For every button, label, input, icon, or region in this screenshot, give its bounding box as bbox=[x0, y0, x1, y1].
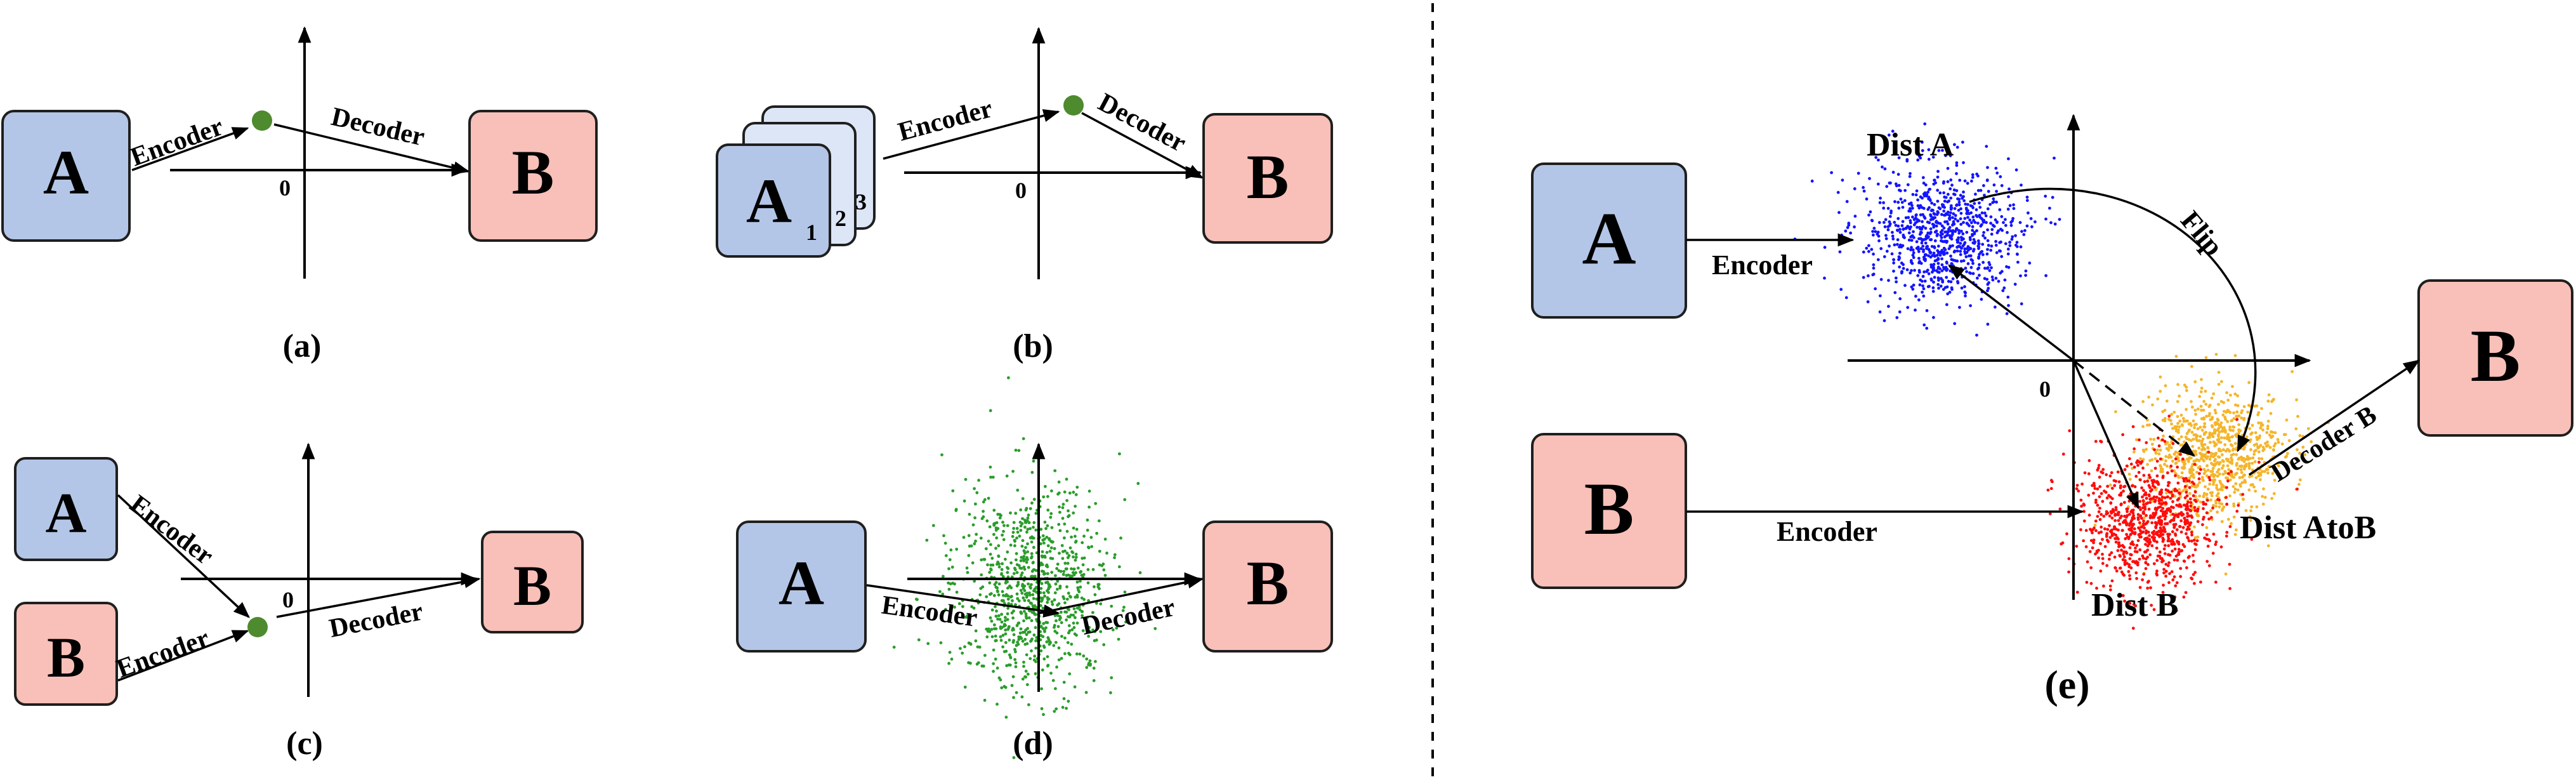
panel-e-vector-to-dist-a bbox=[1947, 264, 2075, 362]
panel-d-decoder-label: Decoder bbox=[1079, 593, 1178, 641]
panel-b-latent-point bbox=[1063, 95, 1084, 116]
panel-c-box-a-label: A bbox=[46, 482, 87, 545]
panel-b: 0 3 2 A 1 Encoder Decoder B (b) bbox=[716, 27, 1333, 364]
panel-b-origin: 0 bbox=[1015, 178, 1027, 203]
panel-b-stack-label-3: 3 bbox=[855, 189, 867, 215]
panel-a-origin: 0 bbox=[279, 175, 291, 201]
panel-e-box-b-input bbox=[1531, 433, 1687, 589]
panel-e-box-a-label: A bbox=[1582, 197, 1636, 280]
panel-c-caption: (c) bbox=[286, 726, 323, 762]
panel-b-box-b bbox=[1202, 113, 1333, 244]
panel-e-dist-b-label: Dist B bbox=[2091, 587, 2178, 623]
panel-e-vector-to-dist-atob bbox=[2072, 359, 2196, 457]
panel-e-scatter-clouds bbox=[1793, 122, 2330, 630]
panel-d: A Encoder Decoder B (d) bbox=[736, 376, 1333, 762]
panel-d-scatter-cloud bbox=[892, 376, 1157, 759]
panel-c-box-b-output bbox=[481, 531, 584, 633]
panel-e-flip-arc bbox=[1969, 187, 2257, 453]
panel-a-encoder-arrow bbox=[131, 127, 249, 171]
panel-b-decoder-label: Decoder bbox=[1093, 88, 1190, 158]
panel-b-stack-card-1 bbox=[716, 143, 831, 258]
panel-e-decoder-b-arrow bbox=[2249, 359, 2421, 476]
panel-e: 0 A B B Encoder Encoder Flip Decoder B D… bbox=[1531, 114, 2573, 707]
panel-e-caption: (e) bbox=[2044, 662, 2089, 707]
panel-e-dist-atob-label: Dist AtoB bbox=[2240, 510, 2376, 546]
panel-c-box-a bbox=[14, 457, 118, 561]
panel-b-stack-card-1-label: A bbox=[746, 166, 792, 236]
panel-a-box-a bbox=[1, 110, 131, 242]
panel-a-caption: (a) bbox=[283, 328, 322, 364]
panel-e-box-b-input-label: B bbox=[1584, 467, 1634, 550]
panel-c-origin: 0 bbox=[282, 587, 294, 613]
panel-d-decoder-arrow bbox=[1039, 575, 1204, 614]
panel-c-encoder-a-arrow bbox=[117, 494, 250, 618]
panel-c-encoder-b-arrow bbox=[117, 630, 249, 682]
panel-a-encoder-label: Encoder bbox=[127, 112, 227, 172]
panel-b-caption: (b) bbox=[1013, 328, 1053, 364]
panel-e-encoder-a-label: Encoder bbox=[1712, 249, 1813, 281]
panel-b-stack-label-2: 2 bbox=[835, 206, 846, 231]
panel-e-box-a bbox=[1531, 162, 1687, 319]
panel-c-box-b-output-label: B bbox=[513, 555, 551, 618]
panel-c-encoder-a-label: Encoder bbox=[124, 489, 219, 571]
panel-b-encoder-arrow bbox=[883, 109, 1060, 160]
panel-d-box-a bbox=[736, 520, 867, 653]
panel-d-box-a-label: A bbox=[779, 548, 824, 618]
panel-a-decoder-label: Decoder bbox=[329, 102, 428, 152]
panel-b-box-b-label: B bbox=[1247, 142, 1289, 212]
panel-c-box-b-input bbox=[14, 602, 118, 706]
panel-d-encoder-arrow bbox=[866, 584, 1060, 618]
panel-d-box-b bbox=[1202, 520, 1333, 653]
panel-c: 0 A B Encoder Encoder Decoder B (c) bbox=[14, 442, 584, 762]
panel-a-box-b bbox=[468, 110, 598, 242]
panel-e-flip-label: Flip bbox=[2174, 205, 2229, 262]
panel-e-box-b-output bbox=[2417, 279, 2573, 437]
panel-c-encoder-b-label: Encoder bbox=[113, 623, 213, 684]
panel-e-dist-atob-cloud bbox=[2093, 352, 2330, 576]
panel-b-decoder-arrow bbox=[1081, 112, 1204, 179]
panel-e-encoder-b-label: Encoder bbox=[1777, 516, 1877, 547]
panel-a: 0 A Encoder Decoder B (a) bbox=[1, 26, 598, 364]
panel-e-dist-a-label: Dist A bbox=[1867, 127, 1954, 163]
panel-e-box-b-output-label: B bbox=[2471, 314, 2521, 397]
panel-a-box-a-label: A bbox=[43, 137, 89, 208]
panel-d-encoder-label: Encoder bbox=[880, 590, 980, 633]
panel-b-encoder-label: Encoder bbox=[895, 94, 996, 147]
panel-d-caption: (d) bbox=[1013, 726, 1053, 762]
panel-c-decoder-arrow bbox=[276, 575, 481, 618]
panel-a-decoder-arrow bbox=[273, 123, 470, 175]
panel-d-box-b-label: B bbox=[1247, 548, 1289, 618]
panel-e-origin: 0 bbox=[2039, 376, 2051, 402]
panel-d-latent-cloud bbox=[892, 376, 1157, 759]
panel-c-latent-point bbox=[247, 617, 268, 637]
panel-b-stack-label-1: 1 bbox=[806, 220, 817, 245]
panel-c-box-b-input-label: B bbox=[47, 626, 85, 689]
panel-e-vector-to-dist-b bbox=[2072, 360, 2139, 510]
panel-a-latent-point bbox=[252, 110, 272, 131]
panel-a-box-b-label: B bbox=[512, 137, 555, 208]
